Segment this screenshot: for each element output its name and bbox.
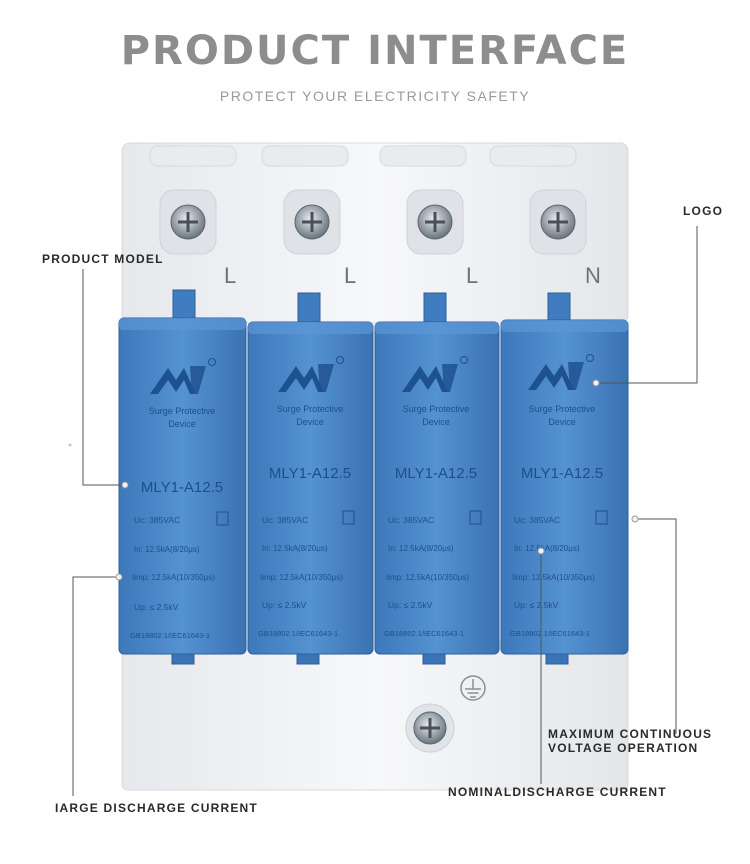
brand-logo-icon — [150, 358, 216, 394]
terminal-label: N — [585, 263, 601, 288]
svg-text:GB18802.1/IEC61643-1: GB18802.1/IEC61643-1 — [130, 631, 210, 640]
module-model-label: MLY1-A12.5 — [395, 465, 477, 482]
svg-text:Up: ≤ 2.5kV: Up: ≤ 2.5kV — [134, 602, 179, 612]
spd-module — [374, 321, 500, 655]
svg-text:In: 12.5kA(8/20μs): In: 12.5kA(8/20μs) — [388, 544, 454, 553]
page-subtitle: PROTECT YOUR ELECTRICITY SAFETY — [219, 88, 531, 104]
svg-text:GB18802.1/IEC61643-1: GB18802.1/IEC61643-1 — [510, 629, 590, 638]
page-title: PRODUCT INTERFACE — [120, 28, 630, 74]
module-print: Surge Protective Device MLY1-A12.5 Uc: 3… — [384, 356, 482, 638]
svg-text:Uc: 385VAC: Uc: 385VAC — [134, 515, 180, 525]
spd-module — [118, 317, 247, 655]
svg-text:Up: ≤ 2.5kV: Up: ≤ 2.5kV — [262, 600, 307, 610]
product-model-callout-line — [82, 269, 125, 486]
svg-text:Device: Device — [168, 419, 196, 429]
svg-text:Surge Protective: Surge Protective — [149, 406, 216, 416]
callout-nominal-discharge-current: NOMINALDISCHARGE CURRENT — [448, 785, 667, 799]
logo-callout-line — [596, 226, 698, 384]
spd-module — [500, 319, 629, 655]
svg-text:Uc: 385VAC: Uc: 385VAC — [514, 515, 560, 525]
callout-max-continuous-voltage: MAXIMUM CONTINUOUS VOLTAGE OPERATION — [548, 727, 712, 755]
terminal-screw — [170, 204, 206, 240]
callout-max-continuous-voltage-line2: VOLTAGE OPERATION — [548, 741, 699, 755]
spd-module — [247, 321, 374, 655]
svg-text:Surge Protective: Surge Protective — [277, 404, 344, 414]
svg-text:GB18802.1/IEC61643-1: GB18802.1/IEC61643-1 — [384, 629, 464, 638]
large-discharge-callout-line — [72, 576, 119, 796]
ground-symbol-icon — [460, 675, 486, 701]
svg-text:In: 12.5kA(8/20μs): In: 12.5kA(8/20μs) — [262, 544, 328, 553]
svg-text:In: 12.5kA(8/20μs): In: 12.5kA(8/20μs) — [134, 545, 200, 554]
module-model-label: MLY1-A12.5 — [521, 465, 603, 482]
svg-text:Iimp: 12.5kA(10/350μs): Iimp: 12.5kA(10/350μs) — [132, 573, 215, 582]
callout-logo: LOGO — [683, 204, 724, 218]
brand-logo-icon — [402, 356, 468, 392]
module-print: Surge Protective Device MLY1-A12.5 Uc: 3… — [258, 356, 355, 638]
svg-text:Iimp: 12.5kA(10/350μs): Iimp: 12.5kA(10/350μs) — [386, 573, 469, 582]
svg-text:Surge Protective: Surge Protective — [529, 404, 596, 414]
ground-screw — [405, 703, 455, 753]
svg-text:Device: Device — [548, 417, 576, 427]
svg-text:Up: ≤ 2.5kV: Up: ≤ 2.5kV — [514, 600, 559, 610]
svg-text:Iimp: 12.5kA(10/350μs): Iimp: 12.5kA(10/350μs) — [260, 573, 343, 582]
terminal-screw — [294, 204, 330, 240]
terminal-screw — [417, 204, 453, 240]
max-voltage-callout-line — [635, 518, 677, 734]
terminal-label: L — [224, 263, 236, 288]
terminal-screw — [540, 204, 576, 240]
callout-large-discharge-current: IARGE DISCHARGE CURRENT — [55, 801, 258, 815]
callout-product-model: PRODUCT MODEL — [42, 252, 164, 266]
brand-logo-icon — [528, 354, 594, 390]
callout-lines — [72, 226, 698, 796]
svg-text:Up: ≤ 2.5kV: Up: ≤ 2.5kV — [388, 600, 433, 610]
svg-text:In: 12.5kA(8/20μs): In: 12.5kA(8/20μs) — [514, 544, 580, 553]
svg-text:GB18802.1/IEC61643-1: GB18802.1/IEC61643-1 — [258, 629, 338, 638]
svg-text:Iimp: 12.5kA(10/350μs): Iimp: 12.5kA(10/350μs) — [512, 573, 595, 582]
module-model-label: MLY1-A12.5 — [269, 465, 351, 482]
svg-text:Uc: 385VAC: Uc: 385VAC — [388, 515, 434, 525]
brand-logo-icon — [278, 356, 344, 392]
svg-text:Surge Protective: Surge Protective — [403, 404, 470, 414]
module-model-label: MLY1-A12.5 — [141, 479, 223, 496]
terminal-label: L — [344, 263, 356, 288]
svg-text:Device: Device — [296, 417, 324, 427]
housing-top-ribs — [149, 145, 577, 167]
svg-text:Uc: 385VAC: Uc: 385VAC — [262, 515, 308, 525]
module-print: Surge Protective Device MLY1-A12.5 Uc: 3… — [130, 358, 229, 640]
callout-max-continuous-voltage-line1: MAXIMUM CONTINUOUS — [548, 727, 713, 741]
svg-text:Device: Device — [422, 417, 450, 427]
module-print: Surge Protective Device MLY1-A12.5 Uc: 3… — [510, 354, 608, 638]
terminal-label: L — [466, 263, 478, 288]
